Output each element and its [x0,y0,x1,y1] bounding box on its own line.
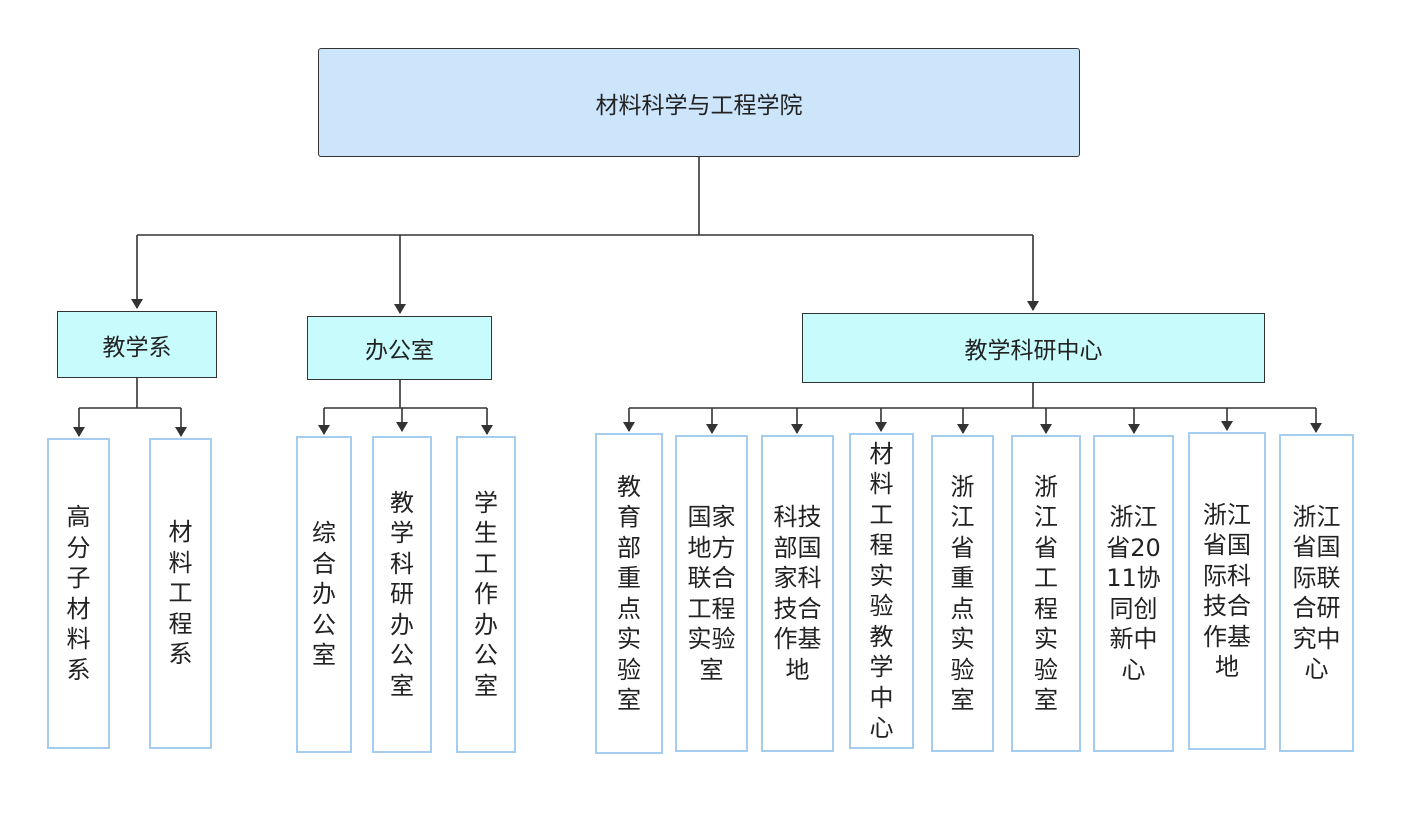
department-office: 办公室 [307,316,492,380]
leaf-materials-engineering-dept: 材料工程系 [149,438,212,749]
leaf-label: 科技部国家科技合作基地 [773,503,822,684]
root-label: 材料科学与工程学院 [595,92,803,119]
department-label: 教学系 [102,334,172,361]
root-node: 材料科学与工程学院 [318,48,1080,157]
department-research-center: 教学科研中心 [802,313,1265,383]
leaf-zhejiang-intl-cooperation-base: 浙江省国际科技合作基地 [1188,432,1266,750]
leaf-label: 浙江省2011协同创新中心 [1106,503,1161,684]
leaf-zhejiang-engineering-lab: 浙江省工程实验室 [1011,435,1081,752]
leaf-moe-key-lab: 教育部重点实验室 [595,433,663,754]
leaf-label: 教育部重点实验室 [617,472,641,715]
leaf-national-local-joint-lab: 国家地方联合工程实验室 [675,435,748,752]
leaf-label: 高分子材料系 [66,503,91,684]
leaf-zhejiang-key-lab: 浙江省重点实验室 [931,435,994,752]
leaf-label: 浙江省工程实验室 [1034,472,1058,715]
leaf-label: 材料工程系 [168,518,193,669]
leaf-most-cooperation-base: 科技部国家科技合作基地 [761,435,834,752]
department-teaching: 教学系 [57,311,217,378]
leaf-zhejiang-intl-joint-research-center: 浙江省国际联合研究中心 [1279,434,1354,752]
department-label: 办公室 [365,338,434,364]
leaf-label: 浙江省国际科技合作基地 [1203,500,1251,682]
leaf-experimental-teaching-center: 材料工程实验教学中心 [849,433,914,749]
leaf-label: 国家地方联合工程实验室 [687,503,736,684]
leaf-label: 浙江省国际联合研究中心 [1292,502,1341,684]
leaf-label: 综合办公室 [312,519,336,670]
leaf-teaching-research-office: 教学科研办公室 [372,436,432,753]
leaf-label: 浙江省重点实验室 [950,472,975,715]
leaf-label: 教学科研办公室 [390,488,414,700]
leaf-polymer-materials-dept: 高分子材料系 [47,438,110,749]
leaf-student-affairs-office: 学生工作办公室 [456,436,516,753]
leaf-label: 学生工作办公室 [474,488,498,700]
leaf-zhejiang-2011-center: 浙江省2011协同创新中心 [1093,435,1174,752]
leaf-general-office: 综合办公室 [296,436,352,753]
leaf-label: 材料工程实验教学中心 [869,439,894,743]
department-label: 教学科研中心 [964,338,1103,364]
